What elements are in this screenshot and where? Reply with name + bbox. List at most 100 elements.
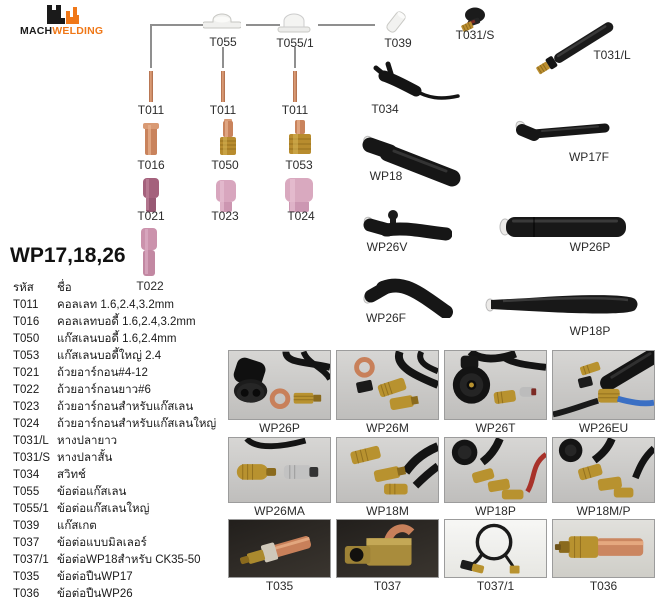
photo-cell-wp18p-photo: WP18P <box>444 437 547 518</box>
photo-wp18p <box>444 437 547 503</box>
table-row: T053 แก๊สเลนบอดี้ใหญ่ 2.4 <box>13 348 228 365</box>
part-t031s-illustration <box>461 7 485 32</box>
diagram-label-t023: T023 <box>211 209 239 223</box>
photo-label: WP26EU <box>578 421 629 435</box>
diagram-label-t031s: T031/S <box>455 28 495 42</box>
photo-label: WP18M <box>366 504 409 518</box>
diagram-label-t024: T024 <box>287 209 315 223</box>
part-wp18p-illustration <box>485 295 638 314</box>
diagram-label-t011: T011 <box>281 103 309 117</box>
page-title: WP17,18,26 <box>10 244 126 267</box>
part-code: T024 <box>13 418 40 430</box>
part-name: ถ้วยอาร์กอนยาว#6 <box>57 384 151 396</box>
diagram-label-t050: T050 <box>211 158 239 172</box>
photo-label: WP26T <box>475 421 516 435</box>
connector-line <box>318 24 375 26</box>
part-code: T055 <box>13 486 40 498</box>
diagram-label-t039: T039 <box>384 36 412 50</box>
part-t024-illustration <box>285 178 313 212</box>
part-name: คอลเลท 1.6,2.4,3.2mm <box>57 299 174 311</box>
photo-label: WP18P <box>475 504 516 518</box>
part-t022-illustration <box>141 228 157 276</box>
table-row: T037/1 ข้อต่อWP18สำหรับ CK35-50 <box>13 552 228 569</box>
part-code: T021 <box>13 367 40 379</box>
part-name: ข้อต่อแก๊สเลน <box>57 486 127 498</box>
part-code: T035 <box>13 571 40 583</box>
part-name: ข้อต่อWP18สำหรับ CK35-50 <box>57 554 201 566</box>
part-code: T050 <box>13 333 40 345</box>
part-wp26f-illustration <box>363 278 453 318</box>
part-name: แก๊สเลนบอดี้ใหญ่ 2.4 <box>57 350 162 362</box>
part-t034-illustration <box>373 61 460 100</box>
diagram-label-t053: T053 <box>285 158 313 172</box>
part-name: ข้อต่อแก๊สเลนใหญ่ <box>57 503 150 515</box>
part-code: T034 <box>13 469 40 481</box>
diagram-label-wp26p: WP26P <box>569 240 611 254</box>
part-t011-illustration <box>149 71 153 102</box>
part-name: ถ้วยอาร์กอนสำหรับแก๊สเลน <box>57 401 194 413</box>
part-t016-illustration <box>143 123 159 155</box>
part-t039-illustration <box>386 11 406 33</box>
photo-cell-wp18m: WP18M <box>336 437 439 518</box>
photo-label: WP26M <box>366 421 409 435</box>
part-name: ข้อต่อปืนWP26 <box>57 588 133 600</box>
photo-label: WP26P <box>259 421 300 435</box>
photo-wp26p <box>228 350 331 420</box>
photo-label: T035 <box>265 579 294 593</box>
table-header-code: รหัส <box>13 282 34 294</box>
diagram-label-t011: T011 <box>209 103 237 117</box>
photo-label: WP26MA <box>254 504 305 518</box>
photo-wp26t <box>444 350 547 420</box>
photo-wp26eu <box>552 350 655 420</box>
part-wp18-illustration <box>362 135 461 187</box>
photo-wp26m <box>336 350 439 420</box>
part-code: T037/1 <box>13 554 49 566</box>
brand-logo-icon <box>47 5 79 24</box>
part-t055-1-illustration <box>277 13 311 33</box>
brand-name-mach: MACH <box>20 25 53 37</box>
diagram-label-t022: T022 <box>136 279 164 293</box>
part-code: T022 <box>13 384 40 396</box>
photo-cell-t037-1: T037/1 <box>444 519 547 593</box>
diagram-label-t034: T034 <box>371 102 399 116</box>
connector-line <box>246 24 280 26</box>
photo-wp18m <box>336 437 439 503</box>
diagram-label-t031l: T031/L <box>593 48 631 62</box>
part-name: แก๊สเกต <box>57 520 97 532</box>
photo-grid: WP26P WP26M <box>228 350 656 595</box>
photo-t037 <box>336 519 439 578</box>
part-t053-illustration <box>289 120 311 154</box>
part-code: T031/S <box>13 452 51 464</box>
diagram-label-t055-1: T055/1 <box>276 36 314 50</box>
part-name: แก๊สเลนบอดี้ 1.6,2.4mm <box>57 333 177 345</box>
part-code: T037 <box>13 537 40 549</box>
part-t021-illustration <box>143 178 159 212</box>
photo-wp18mp <box>552 437 655 503</box>
part-name: คอลเลทบอดี้ 1.6,2.4,3.2mm <box>57 316 196 328</box>
part-wp17f-illustration <box>515 120 610 141</box>
photo-cell-t036: T036 <box>552 519 655 593</box>
photo-wp26ma <box>228 437 331 503</box>
part-code: T053 <box>13 350 40 362</box>
table-header-name: ชื่อ <box>57 282 72 294</box>
diagram-label-wp26v: WP26V <box>366 240 408 254</box>
photo-cell-wp26m: WP26M <box>336 350 439 435</box>
photo-cell-wp26eu: WP26EU <box>552 350 655 435</box>
photo-cell-t035: T035 <box>228 519 331 593</box>
part-code: T055/1 <box>13 503 49 515</box>
part-code: T031/L <box>13 435 49 447</box>
part-name: ถ้วยอาร์กอน#4-12 <box>57 367 148 379</box>
connector-line <box>294 47 296 68</box>
connector-line <box>150 24 152 68</box>
part-code: T016 <box>13 316 40 328</box>
